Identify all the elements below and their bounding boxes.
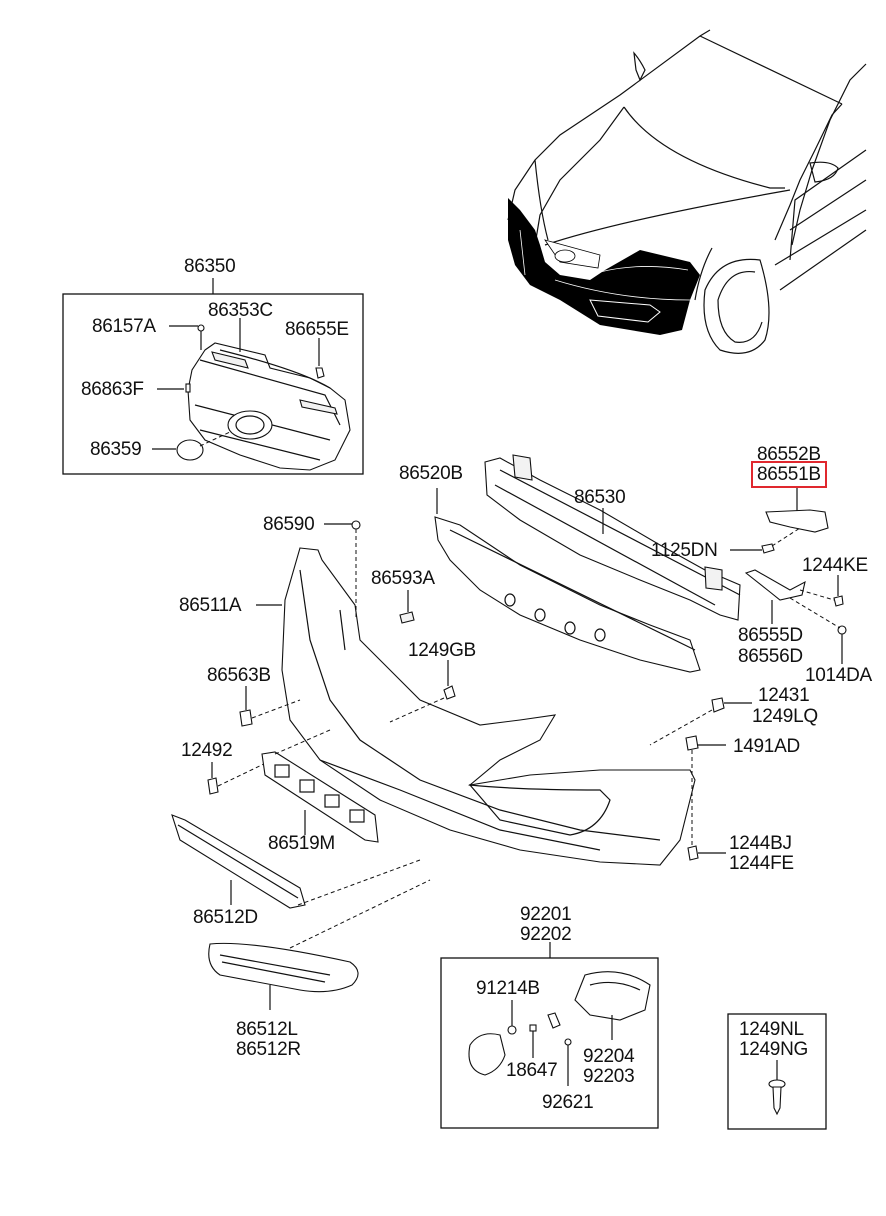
part-label-92202: 92202 xyxy=(520,924,572,945)
part-label-1249GB: 1249GB xyxy=(408,640,476,661)
screw-box xyxy=(727,1013,827,1130)
grille-assembly-box xyxy=(62,278,364,475)
part-label-1491AD: 1491AD xyxy=(733,736,800,757)
part-label-86353C: 86353C xyxy=(208,300,273,321)
part-label-86512R: 86512R xyxy=(236,1039,301,1060)
part-label-1249NG: 1249NG xyxy=(739,1039,808,1060)
part-label-86590: 86590 xyxy=(263,514,315,535)
part-label-1014DA: 1014DA xyxy=(805,665,872,686)
part-label-1244FE: 1244FE xyxy=(729,853,794,874)
part-label-1244BJ: 1244BJ xyxy=(729,833,792,854)
part-label-12492: 12492 xyxy=(181,740,233,761)
part-label-92201: 92201 xyxy=(520,904,572,925)
lower-bumper-parts xyxy=(171,729,431,1010)
part-label-86520B: 86520B xyxy=(399,463,463,484)
part-label-92203: 92203 xyxy=(583,1066,635,1087)
part-label-86556D: 86556D xyxy=(738,646,803,667)
car-overview-illustration xyxy=(507,29,867,354)
part-label-91214B: 91214B xyxy=(476,978,540,999)
part-label-86863F: 86863F xyxy=(81,379,144,400)
part-label-86512L: 86512L xyxy=(236,1019,298,1040)
part-label-86593A: 86593A xyxy=(371,568,435,589)
part-label-86552B: 86552B xyxy=(757,444,821,465)
part-label-92204: 92204 xyxy=(583,1046,635,1067)
bumper-cover xyxy=(239,520,752,866)
part-label-92621: 92621 xyxy=(542,1092,594,1113)
energy-absorber xyxy=(434,488,701,673)
part-label-86512D: 86512D xyxy=(193,907,258,928)
part-label-86519M: 86519M xyxy=(268,833,335,854)
part-label-1249NL: 1249NL xyxy=(739,1019,804,1040)
part-label-1244KE: 1244KE xyxy=(802,555,868,576)
part-label-86350: 86350 xyxy=(184,256,236,277)
part-label-86157A: 86157A xyxy=(92,316,156,337)
part-label-86530: 86530 xyxy=(574,487,626,508)
fog-lamp-box xyxy=(440,942,659,1129)
part-label-18647: 18647 xyxy=(506,1060,558,1081)
part-label-1249LQ: 1249LQ xyxy=(752,706,818,727)
part-label-86563B: 86563B xyxy=(207,665,271,686)
part-label-86359: 86359 xyxy=(90,439,142,460)
part-label-86551B-highlighted[interactable]: 86551B xyxy=(751,461,827,488)
bumper-beam xyxy=(484,454,741,621)
part-label-86555D: 86555D xyxy=(738,625,803,646)
part-label-86511A: 86511A xyxy=(179,595,242,616)
bumper-side-brackets xyxy=(730,488,847,664)
part-label-1125DN: 1125DN xyxy=(651,540,718,561)
part-label-86655E: 86655E xyxy=(285,319,349,340)
part-label-12431: 12431 xyxy=(758,685,810,706)
